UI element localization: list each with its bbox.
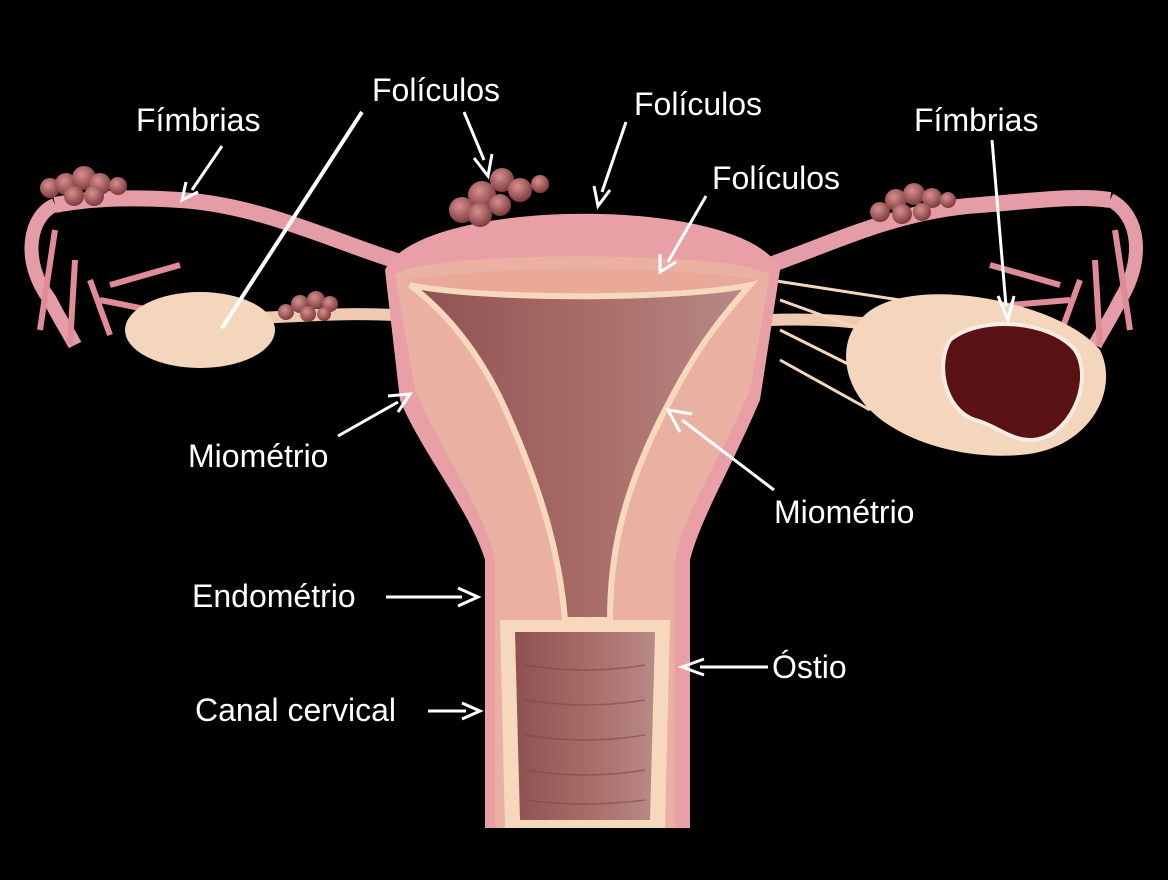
arrow-foliculos-left [220, 110, 364, 330]
label-foliculos-center: Folículos [712, 160, 841, 196]
ovary-left [125, 292, 396, 368]
label-endometrio: Endométrio [192, 578, 356, 614]
label-canal-cervical: Canal cervical [195, 692, 396, 728]
pointer-arrows [179, 110, 1016, 721]
label-fimbrias-right: Fímbrias [914, 102, 1039, 138]
label-fimbrias-left: Fímbrias [136, 102, 261, 138]
follicles-left-tube [40, 166, 127, 206]
label-ostio: Óstio [772, 649, 847, 685]
ovary-right [769, 278, 1107, 456]
uterus-body [385, 213, 780, 828]
label-foliculos-top-left: Folículos [372, 72, 501, 108]
label-miometrio-left: Miométrio [188, 438, 329, 474]
fallopian-tube-right [767, 189, 1143, 349]
label-foliculos-top-center: Folículos [634, 86, 763, 122]
follicles-top-center [449, 168, 549, 227]
follicles-right-tube [870, 183, 956, 224]
label-miometrio-right: Miométrio [774, 494, 915, 530]
follicles-left-ovary [278, 291, 338, 322]
